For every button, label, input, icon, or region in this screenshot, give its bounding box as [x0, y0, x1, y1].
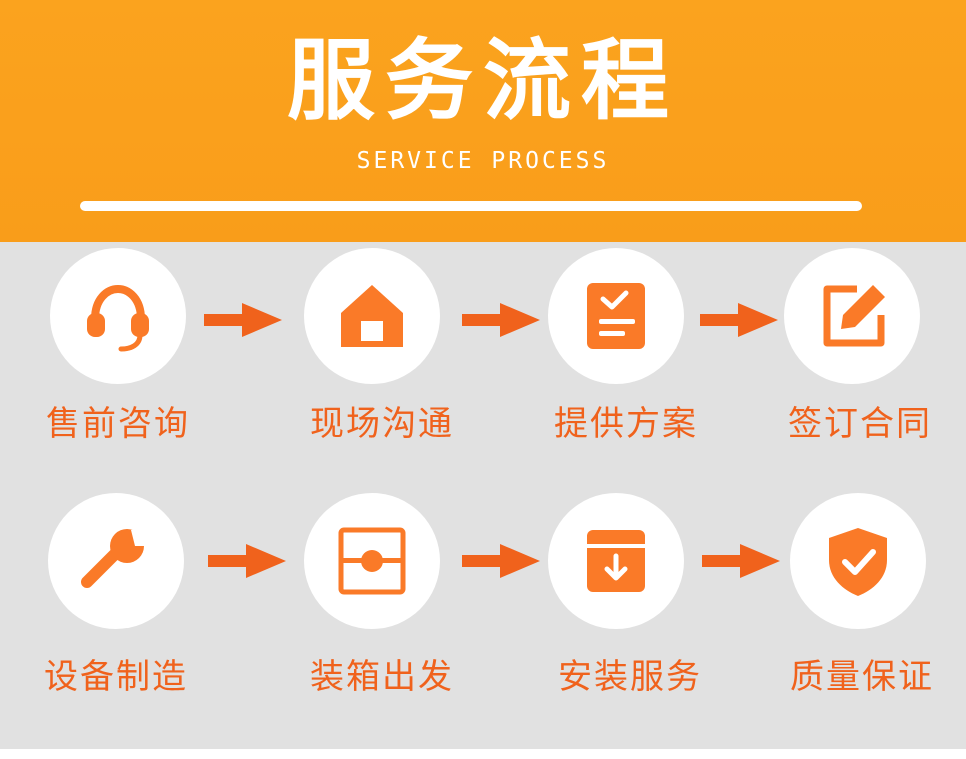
- wrench-icon: [81, 529, 145, 588]
- flow-arrow: [702, 544, 780, 578]
- step-icon-circle: [48, 493, 184, 629]
- house-icon: [341, 285, 403, 347]
- step-icon-circle: [790, 493, 926, 629]
- step-icon-circle: [50, 248, 186, 384]
- step-label: 设备制造: [44, 657, 188, 697]
- package-box-icon: [338, 527, 406, 595]
- flow-arrow: [462, 544, 540, 578]
- step-icon-circle: [548, 248, 684, 384]
- flow-arrow: [462, 303, 540, 337]
- page-title: 服务流程: [286, 29, 679, 132]
- header-divider: [80, 201, 862, 211]
- step-icon-circle: [304, 493, 440, 629]
- shield-check-icon: [829, 528, 887, 596]
- step-label: 签订合同: [788, 404, 932, 444]
- flow-arrow: [208, 544, 286, 578]
- step-label: 质量保证: [790, 657, 934, 697]
- headset-icon: [87, 284, 149, 352]
- step-icon-circle: [784, 248, 920, 384]
- edit-icon: [823, 285, 885, 347]
- step-icon-circle: [304, 248, 440, 384]
- header-banner: 服务流程 SERVICE PROCESS: [0, 0, 966, 242]
- flow-arrow: [204, 303, 282, 337]
- step-label: 装箱出发: [310, 657, 454, 697]
- step-label: 安装服务: [558, 657, 702, 697]
- step-label: 提供方案: [554, 404, 698, 444]
- step-label: 现场沟通: [310, 404, 454, 444]
- checklist-icon: [587, 283, 645, 349]
- step-icon-circle: [548, 493, 684, 629]
- step-label: 售前咨询: [46, 404, 190, 444]
- flow-arrow: [700, 303, 778, 337]
- page-subtitle: SERVICE PROCESS: [356, 148, 610, 174]
- download-box-icon: [587, 530, 645, 592]
